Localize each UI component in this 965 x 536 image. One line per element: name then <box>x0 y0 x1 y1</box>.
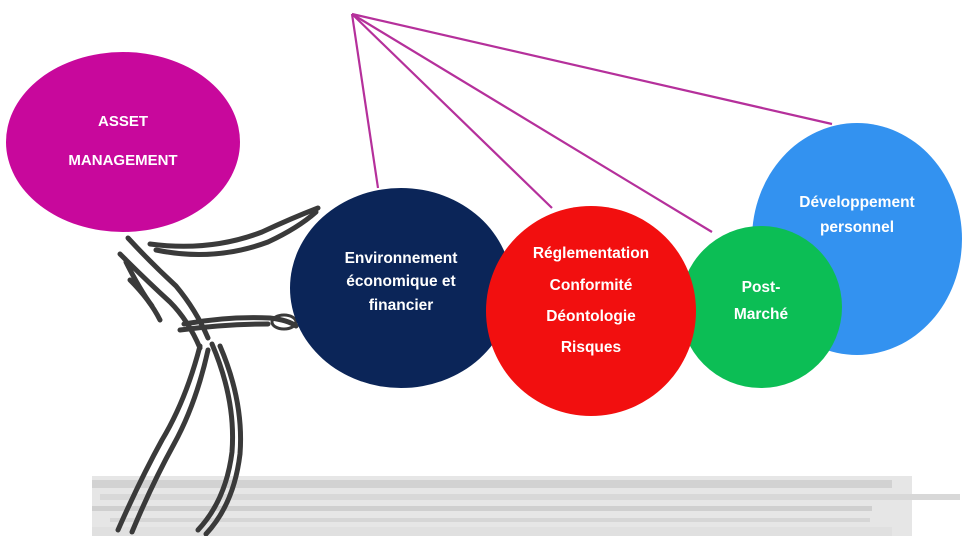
connector-lines <box>350 12 833 233</box>
economic-line-1: Environnement <box>344 249 458 267</box>
development-line-2: personnel <box>819 219 895 236</box>
regulation-line-4: Risques <box>560 339 622 357</box>
connector-to-post-market <box>351 13 713 233</box>
post-market-line-1: Post- <box>741 278 781 296</box>
connector-to-development <box>351 12 833 126</box>
economic-line-2: économique et <box>346 273 456 291</box>
regulation-node: Réglementation Conformité Déontologie Ri… <box>486 206 696 416</box>
development-line-1: Développement <box>799 193 915 211</box>
regulation-line-3: Déontologie <box>546 308 636 325</box>
asset-line-2: MANAGEMENT <box>68 152 178 169</box>
asset-line-1: ASSET <box>97 113 148 131</box>
floor-surface <box>92 476 960 536</box>
regulation-line-2: Conformité <box>549 276 633 294</box>
stick-figure <box>115 205 321 536</box>
regulation-line-1: Réglementation <box>532 245 650 263</box>
post-market-node: Post- Marché <box>680 226 842 388</box>
economic-environment-node: Environnement économique et financier <box>290 188 512 388</box>
asset-management-node: ASSET MANAGEMENT <box>6 52 240 232</box>
connector-to-economic <box>350 13 380 189</box>
post-market-line-2: Marché <box>733 306 789 323</box>
connector-to-regulation <box>351 13 553 209</box>
economic-line-3: financier <box>368 296 434 314</box>
